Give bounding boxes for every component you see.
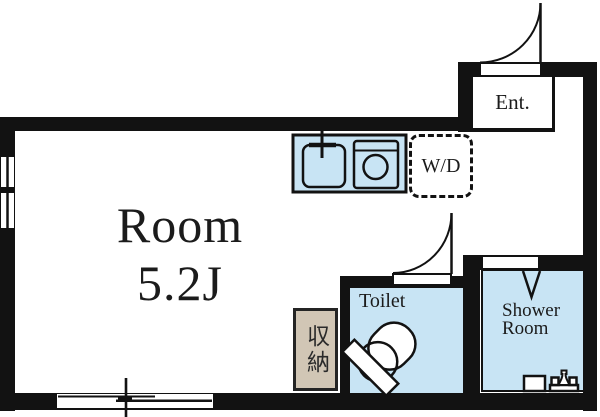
shower-label-line2: Room	[502, 317, 549, 339]
storage-closet	[293, 308, 338, 391]
shower-label-line1: Shower	[502, 300, 561, 321]
washer-dryer-space: W/D	[409, 134, 473, 198]
main-room-label: Room 5.2J	[50, 196, 310, 312]
wall-toilet-left	[340, 276, 350, 393]
shower-stool-icon	[522, 374, 547, 393]
kitchen-faucet-icon	[309, 131, 336, 158]
shower-faucet-icon	[548, 369, 580, 393]
shower-room-label: Shower Room	[502, 300, 561, 339]
entrance-room-border-right	[552, 77, 555, 132]
kitchen-counter	[291, 131, 408, 194]
entrance-room	[473, 77, 552, 128]
wall-top	[0, 117, 473, 131]
washer-dryer-label: W/D	[421, 154, 461, 177]
toilet-door-icon	[392, 212, 453, 286]
main-room-name: Room	[116, 197, 244, 253]
wall-left	[0, 117, 15, 411]
main-room-size: 5.2J	[137, 255, 223, 311]
entrance-door-icon	[479, 2, 542, 77]
entrance-label: Ent.	[495, 90, 530, 114]
cooktop-icon	[352, 139, 400, 190]
wall-toilet-shower-divider	[463, 255, 480, 393]
sliding-window-lines	[58, 378, 212, 417]
toilet-label: Toilet	[359, 290, 406, 312]
entrance-room-border-bottom	[473, 128, 555, 132]
toilet-icon	[340, 321, 417, 398]
wall-right	[583, 62, 597, 411]
wall-entrance-left	[458, 62, 473, 132]
shower-folding-door-icon	[481, 255, 542, 302]
storage-label: 収納	[303, 323, 329, 376]
